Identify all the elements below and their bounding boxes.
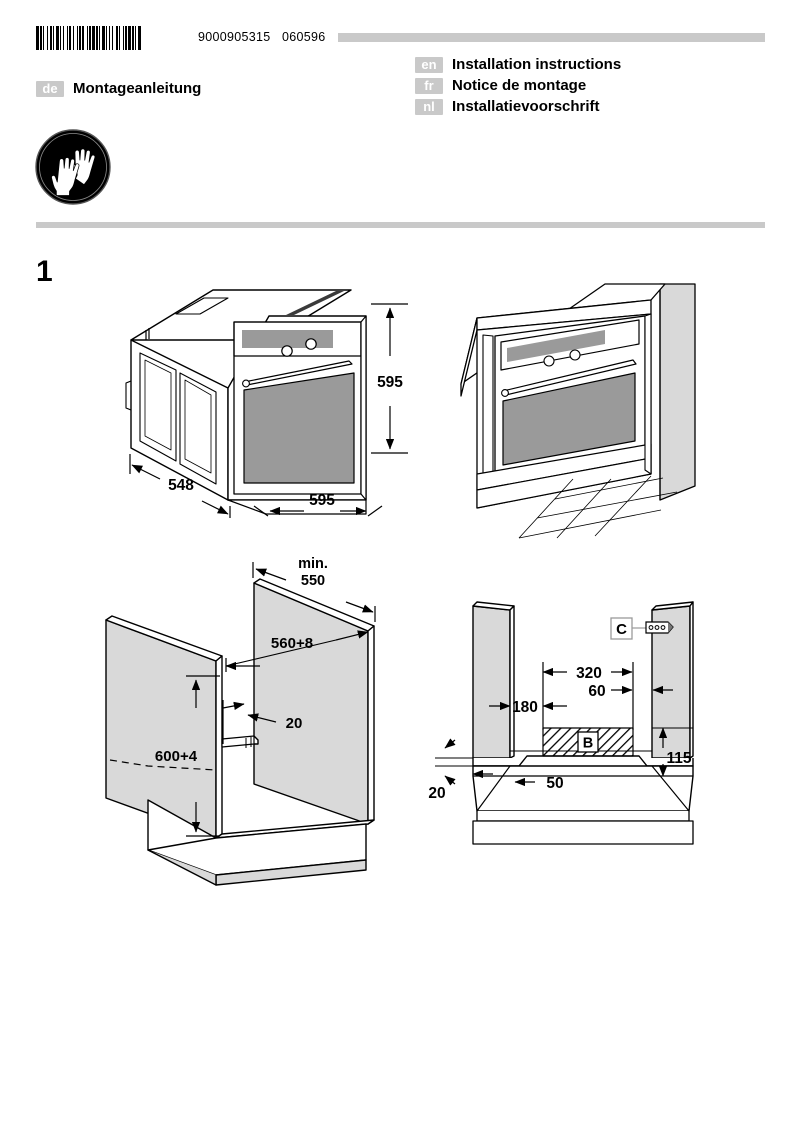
language-badge-fr: fr xyxy=(415,77,443,94)
base-height-label: 115 xyxy=(666,750,691,767)
oven-depth-label: 548 xyxy=(168,477,194,494)
front-panel-label: 20 xyxy=(286,715,303,732)
language-list: en Installation instructions fr Notice de … xyxy=(415,56,621,119)
language-row-de: de Montageanleitung xyxy=(36,80,201,98)
gap-label: 20 xyxy=(428,785,445,802)
zone-b-label: B xyxy=(583,736,593,752)
power-socket-icon xyxy=(645,621,674,634)
opening-width-label: 560+8 xyxy=(271,635,313,652)
min-depth-label: 550 xyxy=(301,573,325,589)
step-number: 1 xyxy=(36,255,53,288)
niche-detail-drawing: B C 320 xyxy=(415,596,735,896)
opening-height-label: 600+4 xyxy=(155,748,198,765)
zone-width-label: 320 xyxy=(576,665,602,682)
socket-c-label: C xyxy=(616,621,627,638)
document-number: 060596 xyxy=(282,30,326,44)
language-row-fr: fr Notice de montage xyxy=(415,77,621,98)
language-row-nl: nl Installatievoorschrift xyxy=(415,98,621,119)
plinth-label: 50 xyxy=(546,775,563,792)
oven-dimension-drawing: 595 595 548 xyxy=(118,278,414,518)
language-badge-en: en xyxy=(415,56,443,73)
zone-height-label: 180 xyxy=(512,699,538,716)
language-badge-de: de xyxy=(36,80,64,97)
oven-height-label: 595 xyxy=(377,374,403,391)
min-depth-prefix: min. xyxy=(298,556,328,572)
header-gray-bar xyxy=(338,33,765,42)
offset-label: 60 xyxy=(588,683,605,700)
language-row-en: en Installation instructions xyxy=(415,56,621,77)
language-title-en: Installation instructions xyxy=(452,56,622,74)
oven-width-label: 595 xyxy=(309,492,335,509)
cabinet-cutout-drawing: min. 550 560+8 600+4 xyxy=(96,548,416,888)
language-title-de: Montageanleitung xyxy=(73,80,202,98)
section-divider xyxy=(36,222,765,228)
language-title-nl: Installatievoorschrift xyxy=(452,98,600,116)
oven-installed-drawing xyxy=(455,278,725,543)
language-title-fr: Notice de montage xyxy=(452,77,587,95)
article-number: 9000905315 xyxy=(198,30,271,44)
language-badge-nl: nl xyxy=(415,98,443,115)
protective-gloves-icon xyxy=(34,128,112,206)
barcode-icon xyxy=(36,26,188,50)
